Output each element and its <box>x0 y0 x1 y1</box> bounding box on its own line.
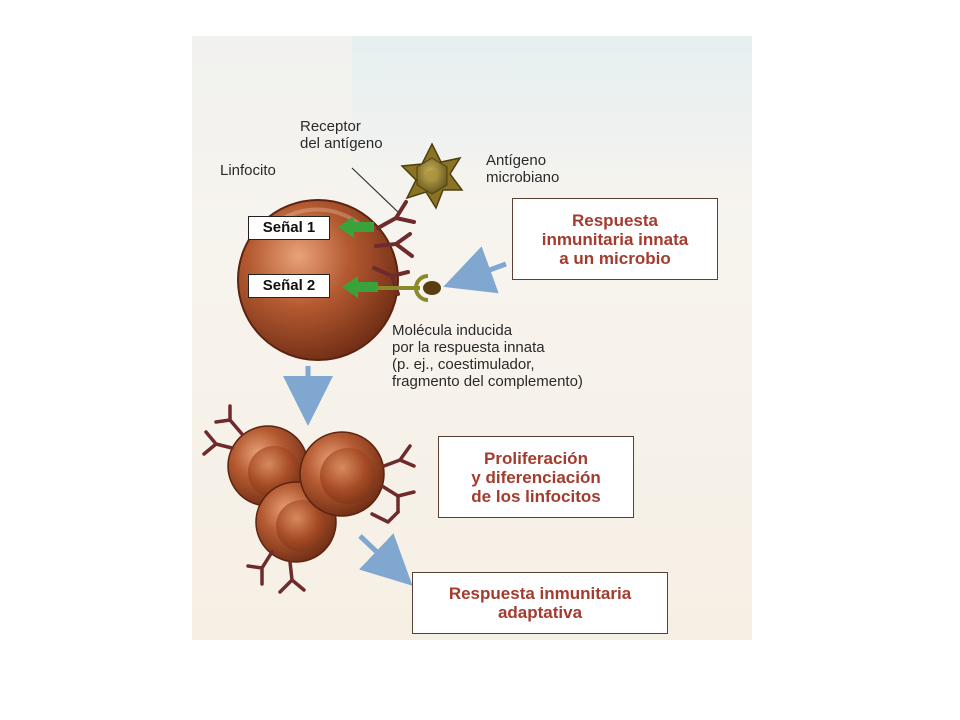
costimulator-molecule <box>378 274 441 302</box>
antigen-receptor <box>372 200 416 296</box>
receptor-label: Receptor del antígeno <box>300 118 383 152</box>
background-band <box>352 36 752 186</box>
proliferation-box: Proliferación y diferenciación de los li… <box>438 436 634 518</box>
signal-1-arrow <box>338 216 374 238</box>
signal-2-label: Señal 2 <box>248 274 330 298</box>
cluster-receptors <box>202 404 416 594</box>
signal-1-label: Señal 1 <box>248 216 330 240</box>
microbial-antigen <box>400 142 464 210</box>
signal-2-arrow <box>342 276 378 298</box>
receptor-pointer <box>351 167 399 213</box>
lymphocyte-label: Linfocito <box>220 162 276 179</box>
innate-response-box: Respuesta inmunitaria innata a un microb… <box>512 198 718 280</box>
lymphocyte-cluster <box>202 404 416 594</box>
innate-response-arrow <box>443 246 507 294</box>
cluster-cell-3 <box>299 431 385 517</box>
adaptive-response-box: Respuesta inmunitaria adaptativa <box>412 572 668 634</box>
figure-panel: Linfocito Receptor del antígeno Antígeno… <box>192 36 752 640</box>
adaptive-response-arrow <box>358 533 413 586</box>
antigen-label: Antígeno microbiano <box>486 152 560 186</box>
molecule-label: Molécula inducida por la respuesta innat… <box>392 322 583 390</box>
